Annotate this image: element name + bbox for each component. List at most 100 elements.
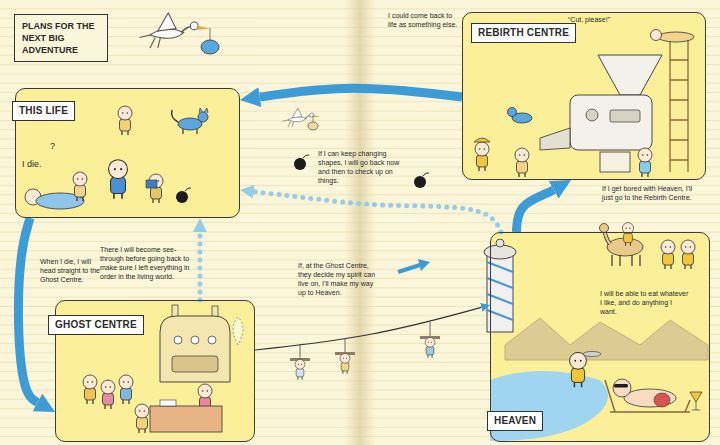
rebirth-centre-picture: [570, 95, 652, 150]
panel-text: I die.: [22, 159, 42, 170]
ghost-centre-picture: [150, 406, 222, 432]
ghost-centre-picture: [233, 317, 243, 345]
rebirth-centre-picture: [475, 142, 489, 171]
note-text: If I can keep changing shapes, I will go…: [318, 150, 406, 186]
ghost-centre-picture: [119, 375, 133, 404]
text-holder: I die.: [22, 159, 42, 170]
rebirth-centre-picture: [638, 148, 652, 177]
note-holder: If, at the Ghost Centre, they decide my …: [298, 262, 382, 298]
text-holder: GHOST CENTRE: [48, 315, 144, 335]
heaven-picture: [613, 379, 631, 397]
panel-text: “Cut, please!”: [568, 16, 610, 24]
panel-fill: [462, 12, 706, 180]
ghost-centre-picture: [172, 356, 218, 372]
heaven-picture: [605, 380, 690, 412]
note-holder: There I will become see-through before g…: [100, 246, 196, 282]
heaven-picture: [661, 240, 675, 269]
panel-text: ?: [50, 141, 55, 152]
scene-panel: HEAVEN: [490, 232, 710, 442]
heaven-picture: [490, 371, 608, 441]
heaven-picture: [622, 223, 633, 246]
ghost-centre-picture: [208, 336, 216, 344]
rebirth-centre-picture: [670, 40, 688, 172]
flow-arrow: [18, 218, 37, 402]
rebirth-centre-picture: [651, 30, 662, 41]
stork-picture: [140, 13, 210, 48]
text-holder: HEAVEN: [487, 411, 543, 431]
this-life-picture: [149, 174, 163, 203]
heaven-picture: [505, 318, 708, 360]
note-holder: I will be able to eat whatever I like, a…: [600, 290, 690, 317]
heaven-picture: [484, 223, 708, 441]
note-text: I could come back to life as something e…: [388, 12, 458, 30]
this-life-picture: [25, 106, 208, 209]
text-holder: ?: [50, 141, 55, 152]
ghost-centre-picture: [83, 375, 97, 404]
scene-panel: GHOST CENTRE: [55, 300, 255, 442]
cable-car-picture: [418, 259, 430, 271]
page-fold: [345, 0, 375, 445]
stork-picture: [308, 122, 318, 130]
bomb-icon: [423, 173, 429, 176]
rebirth-centre-picture: [474, 138, 490, 142]
this-life-picture: [146, 180, 157, 188]
title-text: PLANS FOR THE NEXT BIG ADVENTURE: [22, 20, 100, 56]
note-holder: If I get bored with Heaven, I'll just go…: [602, 185, 694, 203]
ghost-centre-picture: [101, 380, 115, 409]
note-text: If I get bored with Heaven, I'll just go…: [602, 185, 694, 203]
cable-car-picture: [345, 339, 346, 352]
flow-arrow: [260, 88, 462, 97]
note-text: I will be able to eat whatever I like, a…: [600, 290, 690, 317]
cable-car-picture: [340, 353, 350, 373]
rebirth-centre-picture: [508, 108, 517, 117]
cable-car-picture: [425, 337, 435, 357]
rebirth-centre-picture: [474, 30, 694, 178]
heaven-picture: [654, 393, 670, 407]
heaven-picture: [681, 240, 695, 269]
bomb-icon: [303, 155, 309, 158]
heaven-picture: [612, 255, 640, 266]
text-holder: THIS LIFE: [12, 101, 75, 121]
cable-car-picture: [290, 259, 440, 380]
rebirth-centre-picture: [658, 32, 694, 42]
heaven-picture: [496, 239, 504, 247]
ghost-centre-picture: [172, 305, 178, 317]
text-holder: “Cut, please!”: [568, 16, 610, 24]
cable-car-picture: [295, 359, 305, 379]
cable-car-picture: [398, 265, 420, 272]
heaven-picture: [570, 352, 587, 387]
stork-picture: [140, 13, 321, 130]
ghost-centre-picture: [160, 400, 176, 406]
this-life-picture: [109, 160, 128, 199]
this-life-picture: [185, 188, 191, 191]
cable-car-picture: [430, 322, 431, 336]
stork-picture: [313, 115, 314, 122]
rebirth-centre-picture: [586, 109, 598, 121]
rebirth-centre-picture: [540, 128, 570, 150]
this-life-picture: [183, 129, 197, 134]
cable-car-picture: [300, 344, 301, 358]
rebirth-centre-picture: [515, 148, 529, 177]
heaven-picture: [624, 389, 676, 407]
panel-heading: REBIRTH CENTRE: [471, 23, 576, 43]
rebirth-centre-picture: [598, 55, 662, 95]
this-life-picture: [118, 106, 132, 135]
note-text: When I die, I will head straight to the …: [40, 258, 102, 285]
ghost-centre-picture: [135, 404, 149, 433]
title-box: PLANS FOR THE NEXT BIG ADVENTURE: [14, 14, 108, 62]
note-text: There I will become see-through before g…: [100, 246, 196, 282]
panel-fill: [15, 12, 710, 442]
ghost-centre-picture: [212, 306, 218, 317]
stork-picture: [201, 40, 219, 54]
this-life-picture: [73, 172, 87, 201]
bomb-icon: [414, 176, 426, 188]
flow-arrow: [197, 232, 202, 300]
panel-heading: THIS LIFE: [12, 101, 75, 121]
this-life-picture: [176, 191, 188, 203]
